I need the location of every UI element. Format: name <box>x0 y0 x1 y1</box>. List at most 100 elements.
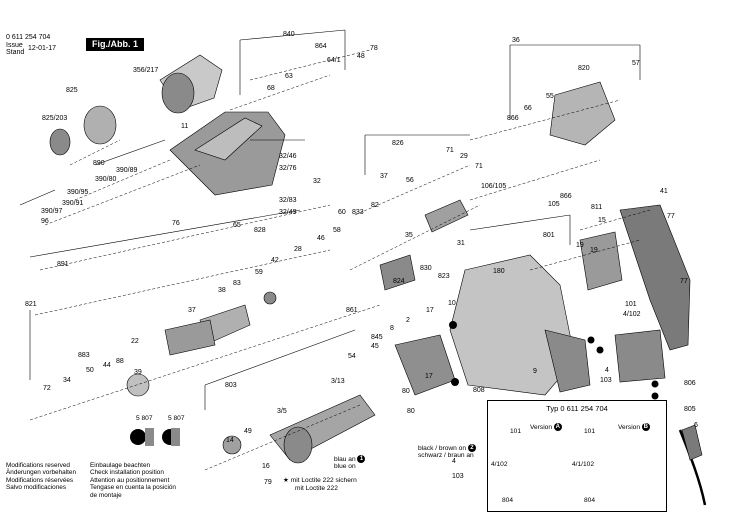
stand-label: Stand <box>6 49 25 56</box>
left-part-804: 804 <box>502 497 514 504</box>
callout-32: 32 <box>313 178 321 185</box>
right-part-804: 804 <box>584 497 596 504</box>
callout-825: 825 <box>66 87 78 94</box>
callout-58: 58 <box>333 227 341 234</box>
version-b-icon: B <box>641 423 650 431</box>
loctite-text: mit Loctite 222 sichern <box>290 477 357 484</box>
callout-66: 66 <box>524 105 532 112</box>
callout-821: 821 <box>25 301 37 308</box>
callout-3_13: 3/13 <box>331 378 345 385</box>
callout-14: 14 <box>226 437 234 444</box>
callout-390_89: 390/89 <box>116 167 138 174</box>
callout-28: 28 <box>294 246 302 253</box>
callout-72: 72 <box>43 385 51 392</box>
callout-6: 6 <box>694 422 698 429</box>
callout-866b: 866 <box>560 193 572 200</box>
callout-42: 42 <box>271 257 279 264</box>
callout-48: 48 <box>357 53 365 60</box>
callout-32_49: 32/49 <box>279 209 297 216</box>
handle-shape <box>619 204 691 351</box>
marker-2-icon: 2 <box>467 444 476 452</box>
loctite-note: ★ mit Loctite 222 sichern <box>283 477 357 485</box>
blue-wire-label: blau an 1 <box>334 455 366 463</box>
callout-32_76: 32/76 <box>279 165 297 172</box>
note-line: Modifications reserved <box>6 462 70 469</box>
install-symbol-left: 5 807 <box>136 415 153 422</box>
install-symbol-right: 5 807 <box>168 415 185 422</box>
callout-180: 180 <box>493 268 505 275</box>
callout-801: 801 <box>543 232 555 239</box>
callout-806: 806 <box>684 380 696 387</box>
callout-824: 824 <box>393 278 405 285</box>
callout-101: 101 <box>625 301 637 308</box>
callout-32_83: 32/83 <box>279 197 297 204</box>
callout-80b: 80 <box>407 408 415 415</box>
callout-83: 83 <box>233 280 241 287</box>
callout-80a: 80 <box>402 388 410 395</box>
part-number: 0 611 254 704 <box>6 34 51 41</box>
callout-808: 808 <box>473 387 485 394</box>
callout-4b: 4 <box>452 458 456 465</box>
callout-864: 864 <box>315 43 327 50</box>
callout-811: 811 <box>591 204 602 211</box>
callout-390_91: 390/91 <box>62 200 84 207</box>
version-a-label: Version A <box>530 423 562 431</box>
callout-105: 105 <box>548 201 560 208</box>
callout-39: 39 <box>134 369 142 376</box>
callout-38: 38 <box>218 287 226 294</box>
install-check-icon <box>130 428 180 446</box>
callout-866a: 866 <box>507 115 519 122</box>
callout-57: 57 <box>632 60 640 67</box>
version-a-icon: A <box>553 423 562 431</box>
callout-41: 41 <box>660 188 668 195</box>
note-line: Änderungen vorbehalten <box>6 469 76 477</box>
callout-825_203: 825/203 <box>42 115 67 122</box>
callout-49: 49 <box>244 428 252 435</box>
callout-2: 2 <box>406 317 410 324</box>
note-line: de montaje <box>90 491 122 499</box>
note-line: Salvo modificaciones <box>6 484 67 492</box>
callout-11: 11 <box>181 123 188 130</box>
note-line: Check installation position <box>90 469 164 477</box>
figure-label: Fig./Abb. 1 <box>86 38 144 51</box>
callout-4_102: 4/102 <box>623 311 641 318</box>
brown-wire-label: black / brown on 2 <box>418 444 476 452</box>
callout-17b: 17 <box>425 373 433 380</box>
callout-9: 9 <box>533 368 537 375</box>
callout-19b: 19 <box>590 247 598 254</box>
callout-45: 45 <box>371 343 379 350</box>
callout-88: 88 <box>116 358 124 365</box>
loctite-note-en: mit Loctite 222 <box>295 485 338 492</box>
callout-31: 31 <box>457 240 465 247</box>
callout-56: 56 <box>406 177 414 184</box>
callout-77a: 77 <box>667 213 675 220</box>
typ-title: Typ 0 611 254 704 <box>546 404 608 413</box>
callout-65: 65 <box>233 222 241 229</box>
callout-861: 861 <box>346 307 358 314</box>
marker-1-icon: 1 <box>357 455 366 463</box>
brown-wire-label-de: schwarz / braun an <box>418 452 474 459</box>
callout-103: 103 <box>600 377 612 384</box>
callout-840: 840 <box>283 31 295 38</box>
callout-71a: 71 <box>446 147 454 154</box>
note-line: Attention au positionnement <box>90 476 170 484</box>
callout-32_46: 32/46 <box>279 153 297 160</box>
callout-803: 803 <box>225 382 237 389</box>
callout-103b: 103 <box>452 473 464 480</box>
callout-68: 68 <box>267 85 275 92</box>
callout-71b: 71 <box>475 163 483 170</box>
left-part-4-102: 4/102 <box>491 461 508 468</box>
callout-15: 15 <box>598 217 606 224</box>
callout-78: 78 <box>370 45 378 52</box>
callout-22: 22 <box>131 338 139 345</box>
callout-35: 35 <box>405 232 413 239</box>
callout-8: 8 <box>390 325 394 332</box>
right-part-101: 101 <box>584 428 596 435</box>
callout-82: 82 <box>371 202 379 209</box>
callout-390_95: 390/95 <box>67 189 89 196</box>
callout-845: 845 <box>371 334 383 341</box>
callout-44: 44 <box>103 362 111 369</box>
callout-833: 833 <box>352 209 364 216</box>
